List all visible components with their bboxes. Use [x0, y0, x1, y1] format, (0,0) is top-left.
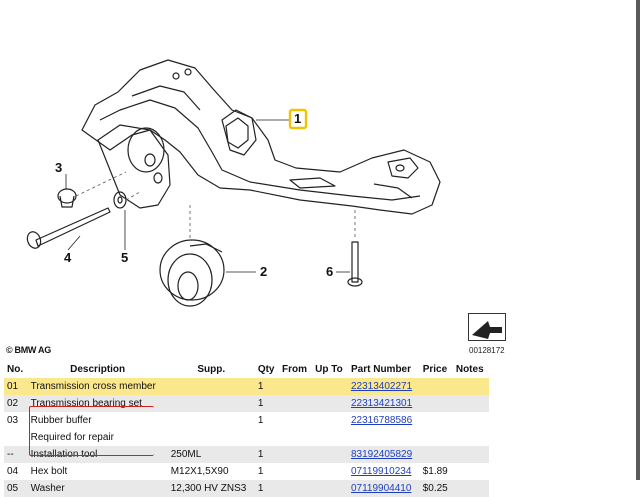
row-supp: 12,300 HV ZNS3 — [167, 480, 255, 497]
row-upto — [312, 412, 348, 429]
image-code-label: 00128172 — [469, 346, 505, 355]
callout-6[interactable]: 6 — [326, 264, 334, 279]
row-price — [420, 412, 453, 429]
window-edge — [636, 0, 640, 480]
row-notes — [453, 463, 489, 480]
copyright-label: © BMW AG — [6, 345, 51, 355]
row-from — [279, 429, 312, 446]
row-from — [279, 378, 313, 395]
row-no: 05 — [4, 480, 28, 497]
row-price — [419, 446, 453, 463]
parts-diagram: 1 2 3 4 5 6 — [26, 59, 441, 307]
col-header-part-number: Part Number — [350, 363, 411, 375]
row-supp — [167, 378, 255, 395]
row-supp — [168, 429, 255, 446]
col-header-qty: Qty — [257, 363, 275, 375]
callout-1[interactable]: 1 — [294, 111, 302, 126]
row-upto — [312, 480, 348, 497]
table-row[interactable]: 02 Transmission bearing set 1 2231342130… — [4, 395, 489, 412]
row-supp: 250ML — [167, 446, 255, 463]
row-price: $0.25 — [419, 480, 453, 497]
row-notes — [452, 378, 489, 395]
table-row[interactable]: 04 Hex bolt M12X1,5X90 1 07119910234 $1.… — [4, 463, 489, 480]
part-number-link[interactable]: 83192405829 — [347, 446, 420, 463]
row-notes — [452, 480, 489, 497]
repair-group-bracket — [29, 406, 154, 456]
callout-1-highlight[interactable] — [288, 108, 308, 130]
row-no: 04 — [7, 466, 19, 477]
table-row[interactable]: -- Installation tool 250ML 1 83192405829 — [4, 446, 489, 463]
row-upto — [312, 463, 348, 480]
row-description: Required for repair — [30, 432, 114, 443]
row-no: 03 — [7, 415, 19, 426]
col-header-from: From — [282, 363, 308, 375]
row-qty: 1 — [257, 466, 264, 477]
print-arrow-icon[interactable] — [468, 313, 506, 341]
col-header-upto: Up To — [315, 363, 343, 375]
row-qty: 1 — [254, 395, 280, 412]
table-row: Required for repair — [4, 429, 489, 446]
row-upto — [312, 429, 348, 446]
row-supp — [167, 395, 255, 412]
row-qty: 1 — [254, 480, 280, 497]
row-qty — [255, 429, 279, 446]
row-from — [279, 446, 313, 463]
row-upto — [312, 395, 348, 412]
row-price — [419, 395, 453, 412]
col-header-supp: Supp. — [197, 363, 226, 375]
row-no — [4, 429, 28, 446]
row-from — [279, 463, 312, 480]
col-header-description: Description — [70, 363, 126, 375]
row-no: 01 — [4, 378, 28, 395]
callout-2[interactable]: 2 — [260, 264, 268, 279]
row-from — [279, 412, 312, 429]
table-row[interactable]: 03 Rubber buffer 1 22316788586 — [4, 412, 489, 429]
exploded-view-drawing — [26, 59, 441, 307]
row-notes — [452, 395, 489, 412]
row-description: Installation tool — [27, 446, 168, 463]
row-from — [279, 480, 313, 497]
part-number-link[interactable]: 07119910234 — [350, 466, 412, 477]
row-price — [419, 378, 453, 395]
row-price: $1.89 — [422, 466, 448, 477]
row-description: Washer — [27, 480, 168, 497]
row-qty: 1 — [257, 415, 264, 426]
col-header-no: No. — [7, 363, 24, 375]
row-from — [279, 395, 313, 412]
part-number-link[interactable]: 22316788586 — [350, 415, 413, 426]
callout-3[interactable]: 3 — [55, 160, 63, 175]
row-description: Rubber buffer — [30, 415, 92, 426]
row-upto — [312, 378, 348, 395]
col-header-notes: Notes — [455, 363, 484, 375]
table-header-row: No. Description Supp. Qty From Up To Par… — [4, 360, 489, 378]
row-supp — [168, 412, 255, 429]
row-supp: M12X1,5X90 — [170, 466, 229, 477]
callout-4[interactable]: 4 — [64, 250, 72, 265]
row-price — [420, 429, 453, 446]
part-number-link[interactable]: 07119904410 — [347, 480, 420, 497]
row-notes — [452, 446, 489, 463]
table-row[interactable]: 05 Washer 12,300 HV ZNS3 1 07119904410 $… — [4, 480, 489, 497]
row-notes — [453, 429, 489, 446]
col-header-price: Price — [422, 363, 448, 375]
row-upto — [312, 446, 348, 463]
table-row[interactable]: 01 Transmission cross member 1 223134022… — [4, 378, 489, 395]
row-description: Transmission bearing set — [27, 395, 168, 412]
part-number-link[interactable]: 22313402271 — [347, 378, 420, 395]
row-qty: 1 — [254, 446, 280, 463]
part-number-link[interactable]: 22313421301 — [347, 395, 420, 412]
row-description: Transmission cross member — [27, 378, 168, 395]
row-part-number — [348, 429, 420, 446]
callout-5[interactable]: 5 — [121, 250, 129, 265]
row-description: Hex bolt — [30, 466, 68, 477]
row-qty: 1 — [254, 378, 280, 395]
row-notes — [453, 412, 489, 429]
row-no: -- — [4, 446, 28, 463]
row-no: 02 — [4, 395, 28, 412]
